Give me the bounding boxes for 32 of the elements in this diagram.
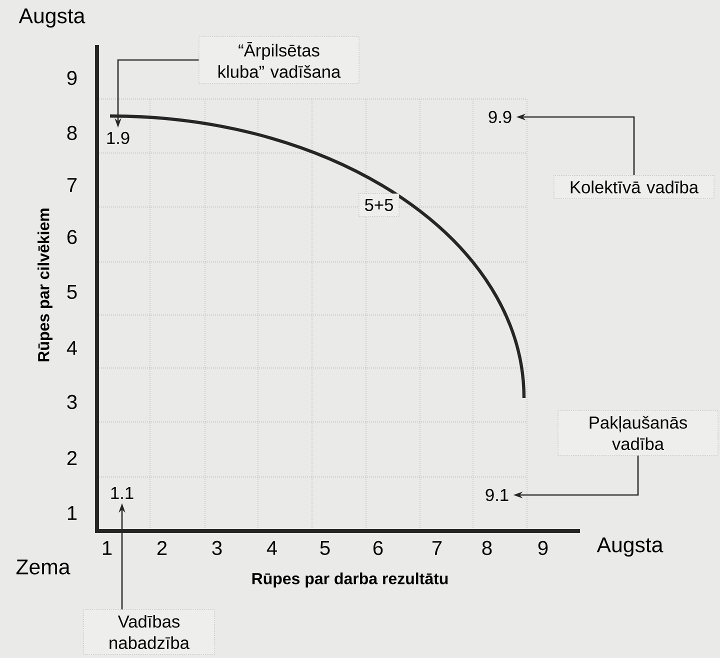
tick-label: 5 (67, 285, 77, 299)
grid-value: 1.9 (107, 132, 130, 144)
label-box: Pakļaušanās vadība (558, 410, 718, 456)
tick-label: 2 (157, 541, 167, 555)
scale-end-label: Augsta (596, 537, 664, 557)
tick-label: 8 (67, 126, 77, 140)
tick-label: 4 (66, 341, 77, 355)
tick-label: 6 (373, 540, 383, 556)
label-box: Kolektīvā vadība (554, 175, 714, 199)
tick-label: 9 (538, 540, 548, 556)
tick-label: 4 (266, 541, 277, 555)
scale-end-label: Zema (16, 560, 70, 574)
axis-title: Rūpes par cilvēkiem (38, 208, 52, 362)
scale-end-label: Augsta (18, 8, 86, 28)
label-box: Vadības nabadzība (83, 609, 215, 655)
tick-label: 6 (67, 230, 77, 244)
tick-label: 1 (102, 541, 112, 555)
grid-value: 1.1 (111, 487, 134, 499)
axis-title: Rūpes par darba rezultātu (252, 572, 448, 588)
grid-value: 9.1 (486, 488, 508, 502)
tick-label: 3 (67, 394, 77, 410)
tick-label: 8 (482, 540, 492, 556)
label-box: 5+5 (358, 193, 400, 217)
label-box: “Ārpilsētas kluba” vadīšana (198, 36, 360, 84)
tick-label: 2 (67, 451, 77, 465)
tick-label: 5 (320, 541, 330, 555)
tick-label: 7 (67, 178, 77, 192)
tick-label: 7 (432, 541, 442, 555)
grid-value: 9.9 (488, 110, 512, 124)
tick-label: 3 (212, 540, 222, 556)
tick-label: 1 (68, 506, 77, 520)
tick-label: 9 (67, 70, 77, 86)
